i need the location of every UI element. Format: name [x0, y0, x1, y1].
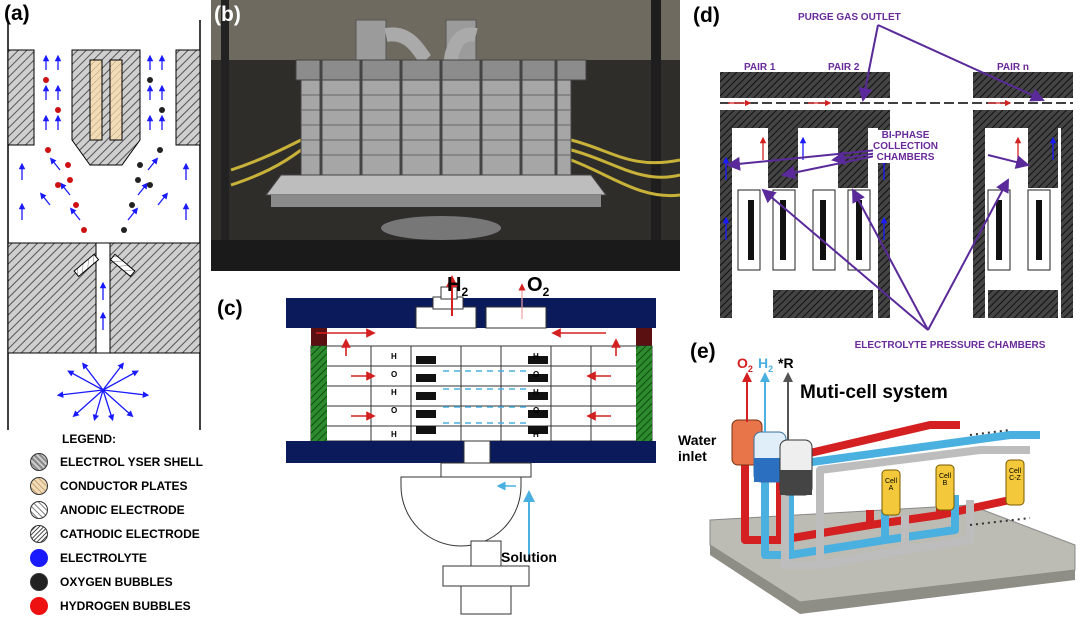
oxygen-bubbles: [121, 77, 165, 233]
panel-c-label: (c): [217, 297, 243, 320]
legend-item-hydrogen: HYDROGEN BUBBLES: [30, 597, 191, 615]
svg-text:O: O: [391, 370, 397, 379]
cell-a-label: Cell A: [884, 478, 898, 492]
h2-label: H2: [758, 355, 774, 374]
legend-item-oxygen: OXYGEN BUBBLES: [30, 573, 173, 591]
hydrogen-bubbles: [43, 77, 87, 233]
legend-label: ANODIC ELECTRODE: [60, 503, 185, 517]
svg-text:H: H: [391, 352, 397, 361]
svg-text:O: O: [391, 406, 397, 415]
legend-item-conductor: CONDUCTOR PLATES: [30, 477, 188, 495]
multi-cell-title: Muti-cell system: [800, 382, 948, 403]
shell-swatch-icon: [30, 453, 48, 471]
legend-item-anodic: ANODIC ELECTRODE: [30, 501, 185, 519]
cathodic-swatch-icon: [30, 525, 48, 543]
svg-text:H: H: [533, 430, 539, 439]
panel-a-label: (a): [4, 2, 30, 25]
panel-e-diagram: [709, 372, 1076, 614]
legend-label: HYDROGEN BUBBLES: [60, 599, 191, 613]
legend-item-shell: ELECTROL YSER SHELL: [30, 453, 203, 471]
o2-label: O2: [737, 355, 753, 374]
legend-label: OXYGEN BUBBLES: [60, 575, 173, 589]
legend-item-cathodic: CATHODIC ELECTRODE: [30, 525, 200, 543]
cell-b-label: Cell B: [938, 473, 952, 487]
legend-item-electrolyte: ELECTROLYTE: [30, 549, 147, 567]
panel-e-label: (e): [690, 340, 716, 363]
o2-outlet-label: O2: [527, 274, 550, 299]
pair-n-label: PAIR n: [997, 62, 1030, 73]
anodic-swatch-icon: [30, 501, 48, 519]
hydrogen-swatch-icon: [30, 597, 48, 615]
panel-a: (a) LEGEND: ELECTROL YSER SHELL CONDUCTO…: [0, 0, 210, 619]
svg-text:H: H: [391, 430, 397, 439]
electrolyte-arrows: [18, 54, 190, 422]
panel-e: (e) O2 H2 *R Muti-cell system Water inle…: [670, 340, 1080, 619]
r-label: *R: [778, 355, 794, 371]
legend-label: ELECTROL YSER SHELL: [60, 455, 203, 469]
water-inlet-label: Water inlet: [678, 432, 717, 464]
cell-cz-label: Cell C-Z: [1008, 468, 1022, 482]
pair-2-label: PAIR 2: [828, 62, 860, 73]
panel-c-diagram: H O H O H H O H O H: [286, 275, 656, 615]
electrolyte-swatch-icon: [30, 549, 48, 567]
electrolyte-pressure-chambers-label: ELECTROLYTE PRESSURE CHAMBERS: [854, 340, 1046, 351]
legend-label: ELECTROLYTE: [60, 551, 147, 565]
svg-text:H: H: [391, 388, 397, 397]
svg-text:O: O: [533, 406, 539, 415]
panel-d-label: (d): [693, 4, 720, 27]
panel-c: H O H O H H O H O H (c): [211, 271, 691, 619]
conductor-swatch-icon: [30, 477, 48, 495]
panel-b-label: (b): [214, 3, 241, 26]
legend-title: LEGEND:: [62, 432, 116, 446]
solution-label: Solution: [501, 549, 557, 565]
svg-text:H: H: [533, 352, 539, 361]
legend-label: CATHODIC ELECTRODE: [60, 527, 200, 541]
panel-d-diagram: [720, 24, 1073, 331]
svg-text:O: O: [533, 370, 539, 379]
svg-text:H: H: [533, 388, 539, 397]
purge-gas-outlet-label: PURGE GAS OUTLET: [798, 12, 901, 23]
legend-label: CONDUCTOR PLATES: [60, 479, 188, 493]
panel-a-diagram: [7, 20, 201, 430]
panel-d: (d) PURGE GAS OUTLET PAIR 1 PAIR 2 PAIR …: [688, 0, 1080, 351]
h2-outlet-label: H2: [447, 274, 469, 299]
electrolyzer-photo: [211, 0, 680, 271]
oxygen-swatch-icon: [30, 573, 48, 591]
biphase-chambers-label: BI-PHASE COLLECTION CHAMBERS: [873, 130, 938, 163]
panel-b-photo: [211, 0, 680, 271]
pair-1-label: PAIR 1: [744, 62, 776, 73]
